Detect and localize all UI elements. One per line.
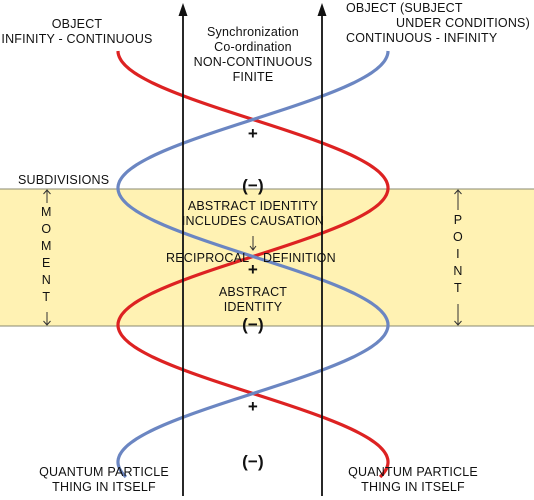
plus-sign-middle: + bbox=[247, 260, 259, 279]
point-letter: O bbox=[453, 230, 463, 244]
under-conditions-label: UNDER CONDITIONS) bbox=[396, 16, 530, 30]
finite-label: FINITE bbox=[232, 70, 274, 84]
minus-sign-lower: (−) bbox=[242, 315, 264, 334]
moment-letter: E bbox=[42, 256, 51, 270]
minus-sign-upper: (−) bbox=[242, 176, 264, 195]
moment-bracket-bottom-arrow bbox=[43, 320, 51, 326]
point-letter: T bbox=[454, 281, 462, 295]
quantum-particle-line: QUANTUM PARTICLE bbox=[39, 465, 169, 479]
definition-label: DEFINITION bbox=[263, 251, 336, 265]
point-vertical-label: P O I N T bbox=[453, 212, 463, 297]
moment-vertical-label: M O M E N T bbox=[41, 204, 51, 306]
object-subject-label: OBJECT (SUBJECT bbox=[346, 1, 463, 15]
moment-letter: T bbox=[42, 290, 51, 304]
object-subject-label-block: OBJECT (SUBJECT UNDER CONDITIONS) CONTIN… bbox=[346, 1, 530, 46]
subdivisions-label: SUBDIVISIONS bbox=[18, 173, 110, 187]
moment-letter: N bbox=[41, 273, 51, 287]
point-bracket-top-arrow bbox=[454, 189, 462, 195]
moment-bracket bbox=[43, 189, 51, 326]
moment-letter: M bbox=[41, 205, 52, 219]
right-axis-arrowhead bbox=[317, 3, 327, 16]
includes-causation-line: INCLUDES CAUSATION bbox=[181, 214, 325, 228]
synchronization-label: Synchronization bbox=[207, 25, 299, 39]
minus-sign-bottom: (−) bbox=[242, 452, 264, 471]
left-axis-arrowhead bbox=[178, 3, 188, 16]
point-letter: I bbox=[456, 247, 460, 261]
object-infinity-label: OBJECT INFINITY - CONTINUOUS bbox=[1, 17, 152, 47]
identity-line: IDENTITY bbox=[223, 300, 283, 314]
infinity-continuous-label: INFINITY - CONTINUOUS bbox=[1, 32, 153, 46]
point-bracket-bottom-arrow bbox=[454, 320, 462, 326]
plus-sign-bottom: + bbox=[247, 397, 259, 416]
moment-letter: M bbox=[41, 239, 52, 253]
coordination-label: Co-ordination bbox=[214, 40, 292, 54]
thing-in-itself-line: THING IN ITSELF bbox=[52, 480, 156, 494]
point-letter: P bbox=[453, 213, 463, 227]
reciprocal-label: RECIPROCAL bbox=[166, 251, 250, 265]
synchronization-label-block: Synchronization Co-ordination NON-CONTIN… bbox=[194, 25, 313, 85]
abstract-identity-label: ABSTRACT IDENTITY bbox=[219, 285, 287, 315]
abstract-line: ABSTRACT bbox=[218, 285, 288, 299]
abstract-identity-line: ABSTRACT IDENTITY bbox=[187, 199, 319, 213]
red-wave bbox=[116, 50, 390, 479]
quantum-particle-right-label: QUANTUM PARTICLE THING IN ITSELF bbox=[348, 465, 478, 495]
blue-wave bbox=[116, 50, 390, 479]
point-letter: N bbox=[453, 264, 463, 278]
quantum-particle-line: QUANTUM PARTICLE bbox=[348, 465, 478, 479]
non-continuous-label: NON-CONTINUOUS bbox=[193, 55, 313, 69]
point-bracket bbox=[454, 189, 462, 326]
causation-arrow-head bbox=[249, 245, 257, 251]
moment-bracket-top-arrow bbox=[43, 189, 51, 195]
moment-letter: O bbox=[41, 222, 52, 236]
object-label: OBJECT bbox=[51, 17, 103, 31]
plus-sign-top: + bbox=[247, 124, 259, 143]
highlight-band bbox=[0, 189, 534, 326]
causation-arrow bbox=[249, 236, 257, 251]
thing-in-itself-line: THING IN ITSELF bbox=[361, 480, 465, 494]
quantum-particle-left-label: QUANTUM PARTICLE THING IN ITSELF bbox=[39, 465, 169, 495]
continuous-infinity-label: CONTINUOUS - INFINITY bbox=[346, 31, 498, 45]
abstract-identity-causation-label: ABSTRACT IDENTITY INCLUDES CAUSATION bbox=[182, 199, 324, 229]
